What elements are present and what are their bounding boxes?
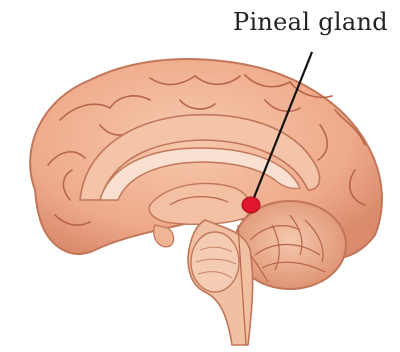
brainstem [188,220,252,345]
pineal-gland-marker [242,197,260,213]
pituitary-region [154,225,174,247]
pineal-gland-label: Pineal gland [233,8,388,36]
